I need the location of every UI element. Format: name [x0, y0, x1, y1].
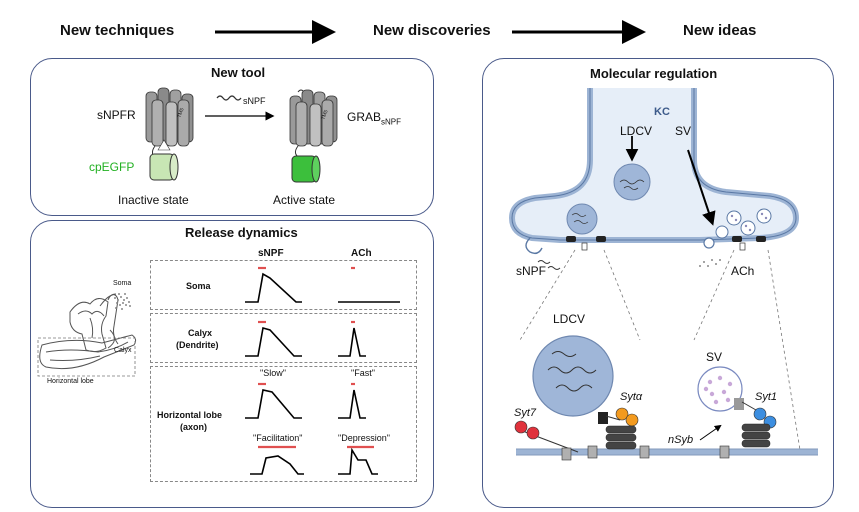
panel-new-tool — [30, 58, 434, 216]
grab-snpf-label: GRABsNPF — [347, 110, 402, 127]
active-state-label: Active state — [273, 193, 336, 207]
depression-label: "Depression" — [338, 433, 390, 443]
syta-label: Sytα — [620, 391, 643, 403]
receptor-active — [289, 89, 338, 183]
neuron-soma-label: Soma — [113, 280, 132, 287]
panel-release-dynamics — [30, 220, 434, 508]
row-box-soma — [150, 260, 417, 310]
trace-soma-snpf — [245, 272, 302, 303]
snpf-ligand-label: sNPF — [243, 96, 266, 106]
trace-lobe-ach-depression — [338, 447, 378, 475]
fast-label: "Fast" — [351, 368, 375, 378]
row-lobe-label: Horizontal lobe — [157, 410, 222, 420]
snpf-ligand — [216, 95, 242, 101]
trace-calyx-snpf — [245, 326, 302, 357]
header-new-techniques: New techniques — [60, 22, 175, 39]
trace-lobe-snpf-slow — [245, 389, 302, 419]
row-box-lobe — [150, 366, 417, 482]
ldcv-zoom-vesicle — [532, 335, 614, 417]
ach-release-label: ACh — [731, 264, 755, 278]
sv-label: SV — [675, 124, 692, 138]
row-calyx-label: Calyx — [188, 328, 213, 338]
ldcv-vesicle — [613, 163, 651, 201]
trace-lobe-ach-fast — [338, 389, 366, 419]
inactive-state-label: Inactive state — [118, 193, 189, 207]
panel-molecular-regulation — [482, 58, 834, 508]
ldcv-zoom-label: LDCV — [553, 312, 586, 326]
molecular-regulation-title: Molecular regulation — [590, 66, 718, 81]
snpf-release-label: sNPF — [516, 264, 546, 278]
release-dynamics-title: Release dynamics — [185, 225, 298, 240]
snpfr-label: sNPFR — [97, 108, 136, 122]
kc-label: KC — [654, 106, 670, 118]
ldcv-label: LDCV — [620, 124, 653, 138]
row-calyx-sub-label: (Dendrite) — [176, 340, 219, 350]
nsyb-label: nSyb — [668, 434, 694, 446]
syt7-label: Syt7 — [514, 407, 537, 419]
col-snpf: sNPF — [258, 248, 284, 259]
header-new-ideas: New ideas — [683, 22, 757, 39]
col-ach: ACh — [351, 248, 372, 259]
syt1-label: Syt1 — [755, 391, 778, 403]
slow-label: "Slow" — [260, 368, 286, 378]
sv-arrow — [687, 149, 716, 226]
neuron-calyx-label: Calyx — [114, 347, 132, 354]
neuron-lobe-label: Horizontal lobe — [47, 378, 94, 385]
facilitation-label: "Facilitation" — [253, 433, 303, 443]
row-lobe-sub-label: (axon) — [180, 422, 207, 432]
sv-zoom-label: SV — [706, 350, 723, 364]
sv-zoom-vesicle — [697, 366, 743, 412]
receptor-inactive — [145, 87, 194, 181]
trace-calyx-ach — [338, 327, 366, 357]
row-box-calyx — [150, 313, 417, 363]
cpegfp-label: cpEGFP — [89, 160, 135, 174]
header-new-discoveries: New discoveries — [373, 22, 491, 39]
row-soma-label: Soma — [186, 281, 211, 291]
new-tool-title: New tool — [211, 65, 266, 80]
trace-lobe-snpf-facilitation — [250, 455, 304, 475]
